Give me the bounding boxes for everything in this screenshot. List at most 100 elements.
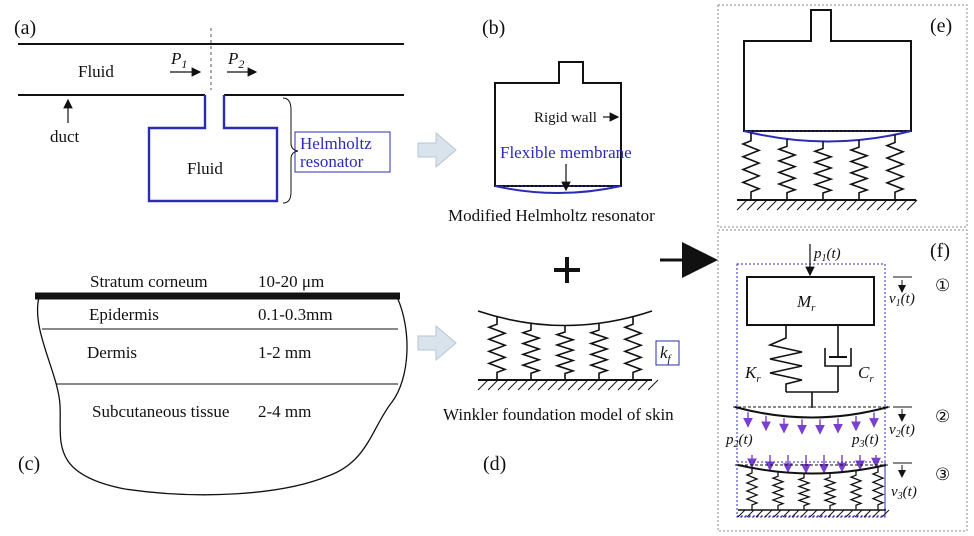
resonator-label-line1: Helmholtz [300, 134, 372, 153]
resonator-brace [282, 97, 299, 204]
p2-label: P2 [227, 49, 244, 71]
resonator-body-e [743, 9, 912, 132]
layer-4-name: Subcutaneous tissue [92, 402, 229, 421]
panel-e: (e) [717, 4, 968, 228]
hatch-line [617, 379, 629, 391]
duct-label: duct [50, 127, 80, 146]
hatch-line [836, 509, 845, 518]
p1-force-label: p1(t) [813, 246, 841, 264]
hatch-line [597, 379, 609, 391]
hatch-line [816, 199, 828, 211]
kf-label: kf [660, 343, 673, 365]
panel-a-tag: (a) [14, 17, 36, 39]
hatch-line [756, 199, 768, 211]
hatch-line [845, 509, 854, 518]
spring [849, 470, 863, 510]
springs-e [740, 132, 906, 200]
spring [848, 140, 870, 200]
hatch-line [800, 509, 809, 518]
hatch-line [818, 509, 827, 518]
fluid-top-label: Fluid [78, 62, 114, 81]
panel-e-frame [717, 4, 968, 228]
hatch-line [637, 379, 649, 391]
hatch-line [627, 379, 639, 391]
ground-hatch-e [736, 199, 918, 211]
spring [588, 323, 610, 380]
spring [884, 134, 906, 200]
resonator-label-line2: resonator [300, 152, 364, 171]
hatch-line [487, 379, 499, 391]
winkler-ground-hatch [477, 379, 659, 391]
winkler-membrane [477, 310, 653, 327]
hatch-line [863, 509, 872, 518]
mass-label: Mr [796, 292, 816, 314]
p1-label: P1 [170, 49, 187, 71]
layer-2-thickness: 0.1-0.3mm [258, 305, 333, 324]
v2-label: v2(t) [889, 422, 915, 440]
circle-1: ① [935, 276, 950, 295]
membrane-e [743, 130, 912, 143]
panel-d-tag: (d) [483, 453, 506, 475]
hatch-line [896, 199, 908, 211]
flexible-membrane-label: Flexible membrane [500, 143, 632, 162]
hatch-line [886, 199, 898, 211]
panel-f-frame [717, 229, 968, 532]
c-label: Cr [858, 363, 874, 385]
layer-1-thickness: 10-20 μm [258, 272, 324, 291]
hatch-line [836, 199, 848, 211]
membrane-2 [734, 406, 889, 419]
hatch-line [746, 199, 758, 211]
layer-3-thickness: 1-2 mm [258, 343, 311, 362]
spring [554, 325, 576, 380]
hatch-line [906, 199, 918, 211]
panel-b: (b) Rigid wall Flexible membrane Modifie… [448, 17, 655, 225]
hatch-line [537, 379, 549, 391]
model-boundary [736, 263, 886, 518]
membrane-3 [737, 464, 887, 475]
ground-hatch-f [737, 509, 890, 518]
layer-1-name: Stratum corneum [90, 272, 208, 291]
hatch-line [507, 379, 519, 391]
hatch-line [809, 509, 818, 518]
p3-force-label: p3(t) [851, 432, 879, 450]
hatch-line [607, 379, 619, 391]
layer-3-name: Dermis [87, 343, 137, 362]
hatch-line [846, 199, 858, 211]
hatch-line [854, 509, 863, 518]
flexible-membrane-curve [494, 185, 622, 194]
skin-springs [745, 466, 885, 510]
hatch-line [782, 509, 791, 518]
hatch-line [876, 199, 888, 211]
circle-2: ② [935, 407, 950, 426]
hatch-line [786, 199, 798, 211]
hatch-line [866, 199, 878, 211]
rigid-wall-label: Rigid wall [534, 110, 597, 126]
skin-outline [36, 296, 408, 496]
panel-b-caption: Modified Helmholtz resonator [448, 206, 655, 225]
layer-2-name: Epidermis [89, 305, 159, 324]
hatch-line [796, 199, 808, 211]
spring [740, 132, 762, 200]
hatch-line [736, 199, 748, 211]
hatch-line [497, 379, 509, 391]
spring [622, 316, 644, 380]
block-arrow-c-to-d [417, 324, 457, 362]
winkler-springs [486, 316, 644, 380]
hatch-line [764, 509, 773, 518]
panel-d: (d) kf Winkler foundation model of skin [443, 310, 680, 475]
stiffness-spring [767, 325, 803, 392]
hatch-line [547, 379, 559, 391]
hatch-line [755, 509, 764, 518]
hatch-line [737, 509, 746, 518]
spring [871, 466, 885, 510]
pressure-arrows [743, 412, 881, 474]
spring [776, 139, 798, 200]
hatch-line [557, 379, 569, 391]
p2-force-label: p2(t) [725, 432, 753, 450]
spring [823, 472, 837, 510]
panel-b-tag: (b) [482, 17, 505, 39]
panel-d-caption: Winkler foundation model of skin [443, 405, 674, 424]
hatch-line [856, 199, 868, 211]
hatch-line [766, 199, 778, 211]
block-arrow-a-to-b [417, 131, 457, 169]
